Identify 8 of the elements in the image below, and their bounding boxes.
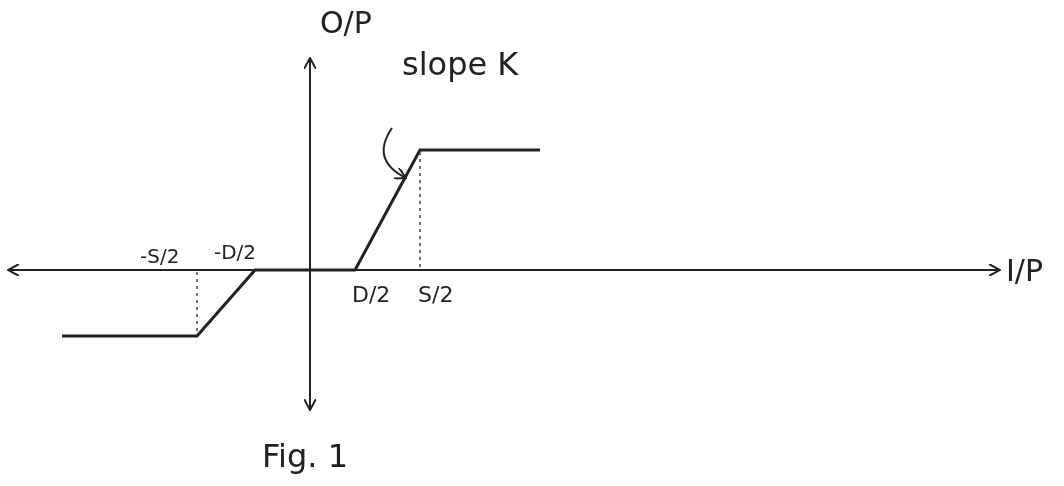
axis-label: I/P [1006, 256, 1044, 286]
slope-label: slope K [402, 48, 519, 80]
tick-label: S/2 [418, 284, 454, 306]
axis-label: O/P [320, 8, 372, 38]
tick-label: D/2 [352, 284, 391, 306]
tick-label: -S/2 [140, 246, 180, 266]
figure-caption: Fig. 1 [262, 440, 348, 472]
tick-label: -D/2 [214, 242, 257, 262]
